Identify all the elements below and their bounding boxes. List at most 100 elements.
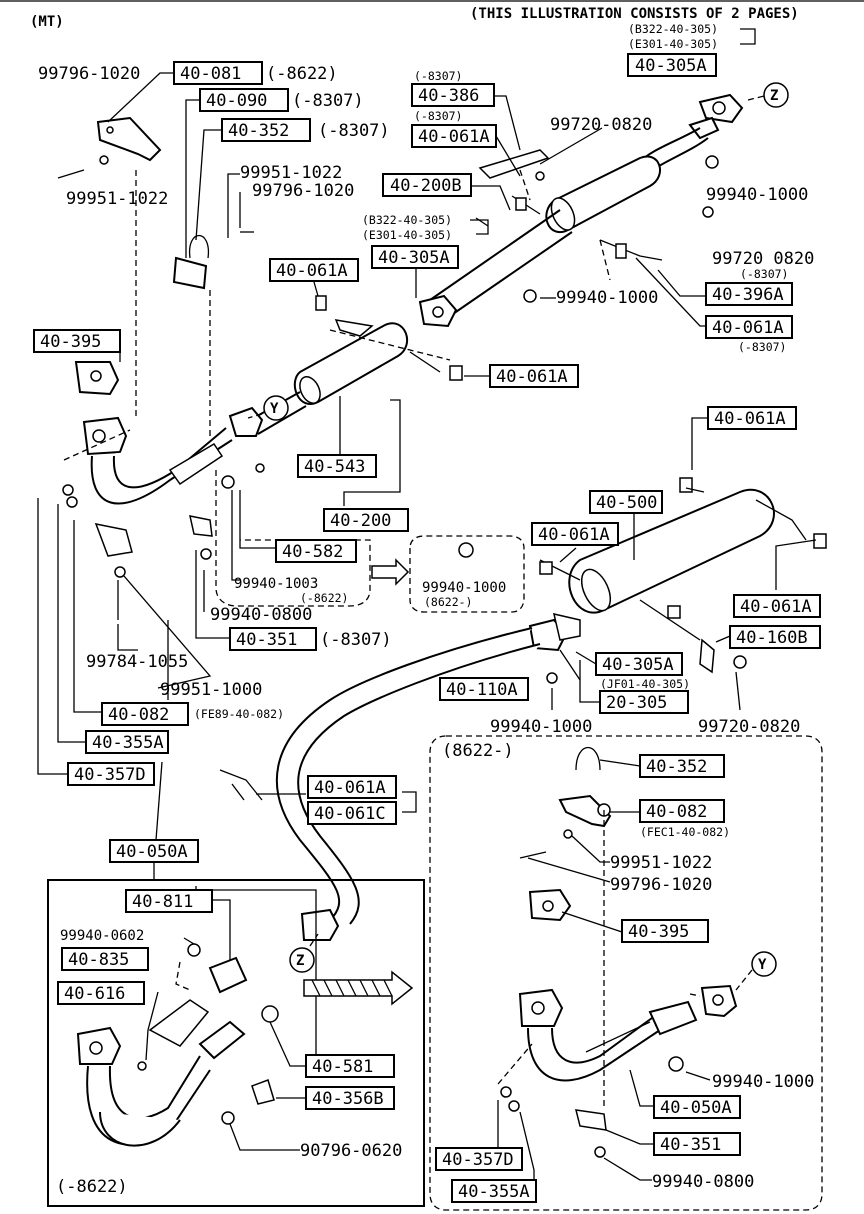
part-label-40-200b[interactable]: 40-200B	[382, 173, 472, 197]
note-40-351: (-8307)	[320, 630, 392, 650]
part-label-40-500[interactable]: 40-500	[589, 490, 663, 514]
part-label-40-061a-4[interactable]: 40-061A	[489, 364, 579, 388]
part-label-40-581[interactable]: 40-581	[305, 1054, 395, 1078]
inset-right-range: (8622-)	[442, 741, 514, 761]
label-99951-1022-b: 99951-1022	[240, 163, 342, 183]
inset-part-label-40-351[interactable]: 40-351	[653, 1132, 741, 1156]
note-40-061a-3: (-8307)	[738, 340, 786, 354]
part-label-40-061a-7[interactable]: 40-061A	[733, 594, 821, 618]
callout-y-inset: Y	[735, 951, 777, 991]
svg-text:40-110A: 40-110A	[446, 680, 518, 700]
svg-text:40-356B: 40-356B	[312, 1089, 384, 1109]
part-label-40-543[interactable]: 40-543	[297, 454, 377, 478]
svg-text:40-061C: 40-061C	[314, 804, 386, 824]
part-label-40-061a-6[interactable]: 40-061A	[531, 522, 619, 546]
svg-text:40-082: 40-082	[108, 705, 169, 725]
svg-text:40-200B: 40-200B	[390, 176, 462, 196]
page-ref-2: (E301-40-305)	[628, 37, 718, 51]
svg-text:40-305A: 40-305A	[378, 248, 450, 268]
svg-text:40-357D: 40-357D	[74, 765, 146, 785]
svg-text:40-090: 40-090	[206, 91, 267, 111]
svg-text:Y: Y	[758, 957, 767, 973]
part-label-40-352[interactable]: 40-352	[221, 118, 311, 142]
note-40-082: (FE89-40-082)	[194, 707, 284, 721]
part-label-40-305a-mid[interactable]: 40-305A	[371, 245, 459, 269]
inset-part-label-40-357d[interactable]: 40-357D	[435, 1147, 523, 1171]
svg-text:40-160B: 40-160B	[736, 628, 808, 648]
part-label-40-061a-1[interactable]: 40-061A	[411, 124, 497, 148]
part-label-40-090[interactable]: 40-090	[199, 88, 289, 112]
part-label-40-082[interactable]: 40-082	[101, 702, 189, 726]
svg-text:40-351: 40-351	[236, 630, 297, 650]
note-99940-1003: (-8622)	[300, 591, 348, 605]
inset-part-label-40-355a[interactable]: 40-355A	[451, 1179, 537, 1203]
part-label-40-582[interactable]: 40-582	[275, 539, 357, 563]
part-label-40-356b[interactable]: 40-356B	[305, 1086, 395, 1110]
label-99951-1000: 99951-1000	[160, 680, 262, 700]
page-ref-1: (B322-40-305)	[628, 22, 718, 36]
note-40-090: (-8307)	[292, 91, 364, 111]
callout-z-bottom: Z	[289, 933, 319, 973]
part-label-40-061c[interactable]: 40-061C	[307, 801, 397, 825]
part-label-40-396a[interactable]: 40-396A	[705, 282, 793, 306]
svg-text:40-500: 40-500	[596, 493, 657, 513]
note-99720-0820-b: (-8307)	[740, 267, 788, 281]
part-label-40-061a-5[interactable]: 40-061A	[707, 406, 797, 430]
label-99720-0820-b: 99720 0820	[712, 249, 814, 269]
part-label-40-110a[interactable]: 40-110A	[439, 677, 529, 701]
part-label-40-616[interactable]: 40-616	[57, 981, 145, 1005]
svg-text:40-811: 40-811	[132, 892, 193, 912]
part-label-40-386[interactable]: 40-386	[411, 83, 495, 107]
inset-part-label-40-352[interactable]: 40-352	[639, 754, 725, 778]
part-label-40-081[interactable]: 40-081	[173, 61, 263, 85]
svg-text:40-061A: 40-061A	[418, 127, 490, 147]
inset-note-40-082: (FEC1-40-082)	[640, 825, 730, 839]
svg-text:40-352: 40-352	[228, 121, 289, 141]
svg-text:40-396A: 40-396A	[712, 285, 784, 305]
svg-text:40-305A: 40-305A	[635, 56, 707, 76]
part-label-40-811[interactable]: 40-811	[125, 889, 213, 913]
note-40-352: (-8307)	[318, 121, 390, 141]
inset-left	[47, 862, 425, 1207]
inset-right	[429, 735, 823, 1211]
part-label-40-351[interactable]: 40-351	[229, 627, 317, 651]
ref-e301: (E301-40-305)	[362, 228, 452, 242]
middle-muffler	[228, 319, 441, 437]
label-90796-0620: 90796-0620	[300, 1141, 402, 1161]
part-label-40-305a-low[interactable]: 40-305A	[595, 652, 683, 676]
part-label-40-061a-8[interactable]: 40-061A	[307, 775, 397, 799]
inset-left-range: (-8622)	[56, 1177, 128, 1197]
callout-z-top: Z	[747, 82, 789, 108]
svg-text:40-061A: 40-061A	[740, 597, 812, 617]
svg-text:40-305A: 40-305A	[602, 655, 674, 675]
inset-label-99951-1022: 99951-1022	[610, 853, 712, 873]
part-label-40-835[interactable]: 40-835	[61, 947, 149, 971]
inset-label-99940-0800: 99940-0800	[652, 1172, 754, 1192]
part-label-40-305a-top[interactable]: 40-305A	[627, 53, 717, 77]
part-label-40-395[interactable]: 40-395	[33, 329, 121, 353]
svg-text:40-061A: 40-061A	[538, 525, 610, 545]
svg-text:40-395: 40-395	[40, 332, 101, 352]
svg-text:20-305: 20-305	[606, 693, 667, 713]
svg-text:40-061A: 40-061A	[712, 318, 784, 338]
svg-text:40-050A: 40-050A	[660, 1098, 732, 1118]
inset-part-label-40-082[interactable]: 40-082	[639, 799, 725, 823]
part-label-40-061a-3[interactable]: 40-061A	[705, 315, 793, 339]
label-99940-1000-d: 99940-1000	[490, 717, 592, 737]
part-label-40-200[interactable]: 40-200	[323, 508, 409, 532]
svg-text:40-061A: 40-061A	[496, 367, 568, 387]
svg-text:Z: Z	[296, 953, 304, 969]
svg-text:40-616: 40-616	[64, 984, 125, 1004]
part-label-40-355a[interactable]: 40-355A	[85, 730, 169, 754]
svg-text:40-386: 40-386	[418, 86, 479, 106]
part-label-40-050a[interactable]: 40-050A	[109, 839, 199, 863]
part-label-40-061a-2[interactable]: 40-061A	[269, 258, 359, 282]
part-label-40-357d[interactable]: 40-357D	[67, 762, 155, 786]
part-label-40-160b[interactable]: 40-160B	[729, 625, 821, 649]
note-40-081: (-8622)	[266, 64, 338, 84]
inset-part-label-40-050a[interactable]: 40-050A	[653, 1095, 741, 1119]
inset-part-label-40-395[interactable]: 40-395	[621, 919, 709, 943]
part-label-20-305[interactable]: 20-305	[599, 690, 689, 714]
label-99951-1022-a: 99951-1022	[66, 189, 168, 209]
